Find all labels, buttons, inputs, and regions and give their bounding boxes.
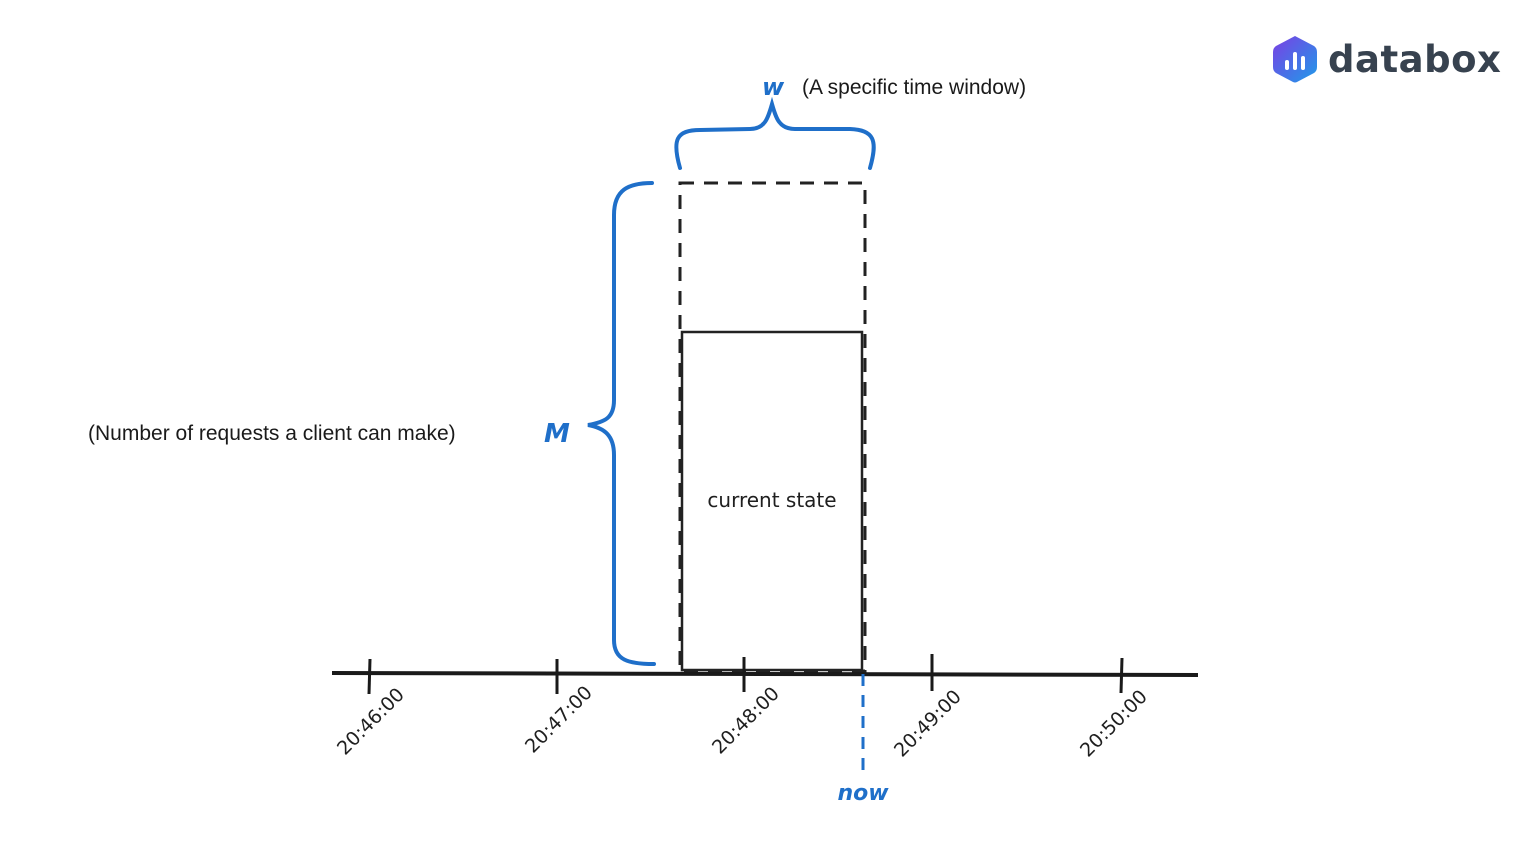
time-axis xyxy=(331,671,1199,677)
now-label: now xyxy=(837,781,889,806)
window-symbol: w xyxy=(762,73,785,101)
current-state-box xyxy=(680,330,864,672)
tick-label: 20:49:00 xyxy=(890,686,966,762)
tick-labels: 20:46:00 20:47:00 20:48:00 20:49:00 20:5… xyxy=(333,682,1152,762)
tick-label: 20:50:00 xyxy=(1076,686,1152,762)
limit-description: (Number of requests a client can make) xyxy=(88,422,456,445)
limit-brace xyxy=(587,181,656,666)
databox-logo: databox xyxy=(1272,34,1501,84)
window-description: (A specific time window) xyxy=(802,76,1026,99)
tick-label: 20:48:00 xyxy=(708,683,784,759)
limit-symbol: M xyxy=(544,419,570,449)
databox-wordmark: databox xyxy=(1328,37,1502,81)
tick-label: 20:46:00 xyxy=(333,684,409,760)
databox-hexagon-icon xyxy=(1273,36,1317,83)
current-state-label: current state xyxy=(707,488,836,512)
capacity-box xyxy=(678,181,867,673)
window-brace xyxy=(674,96,876,170)
axis-ticks xyxy=(367,654,1124,695)
tick-label: 20:47:00 xyxy=(521,682,597,758)
